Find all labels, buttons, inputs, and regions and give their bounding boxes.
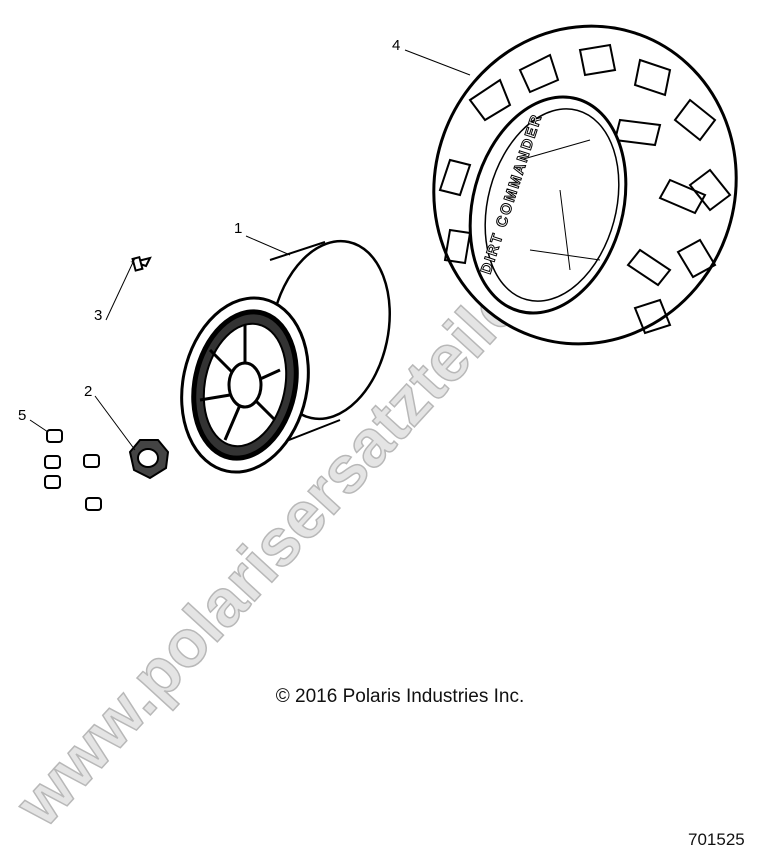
diagram-number: 701525 — [688, 830, 745, 849]
callout-5: 5 — [18, 407, 27, 424]
tire: DIRT COMMANDER — [432, 24, 738, 346]
copyright-text: © 2016 Polaris Industries Inc. — [275, 686, 525, 707]
wheel — [180, 239, 391, 474]
center-cap — [128, 439, 170, 480]
callout-1: 1 — [234, 220, 243, 237]
callout-2: 2 — [84, 383, 93, 400]
callout-3: 3 — [94, 307, 103, 324]
lug-nuts — [44, 429, 102, 511]
leader-lines — [29, 49, 471, 451]
callout-4: 4 — [392, 37, 401, 54]
valve-stem — [130, 255, 152, 272]
